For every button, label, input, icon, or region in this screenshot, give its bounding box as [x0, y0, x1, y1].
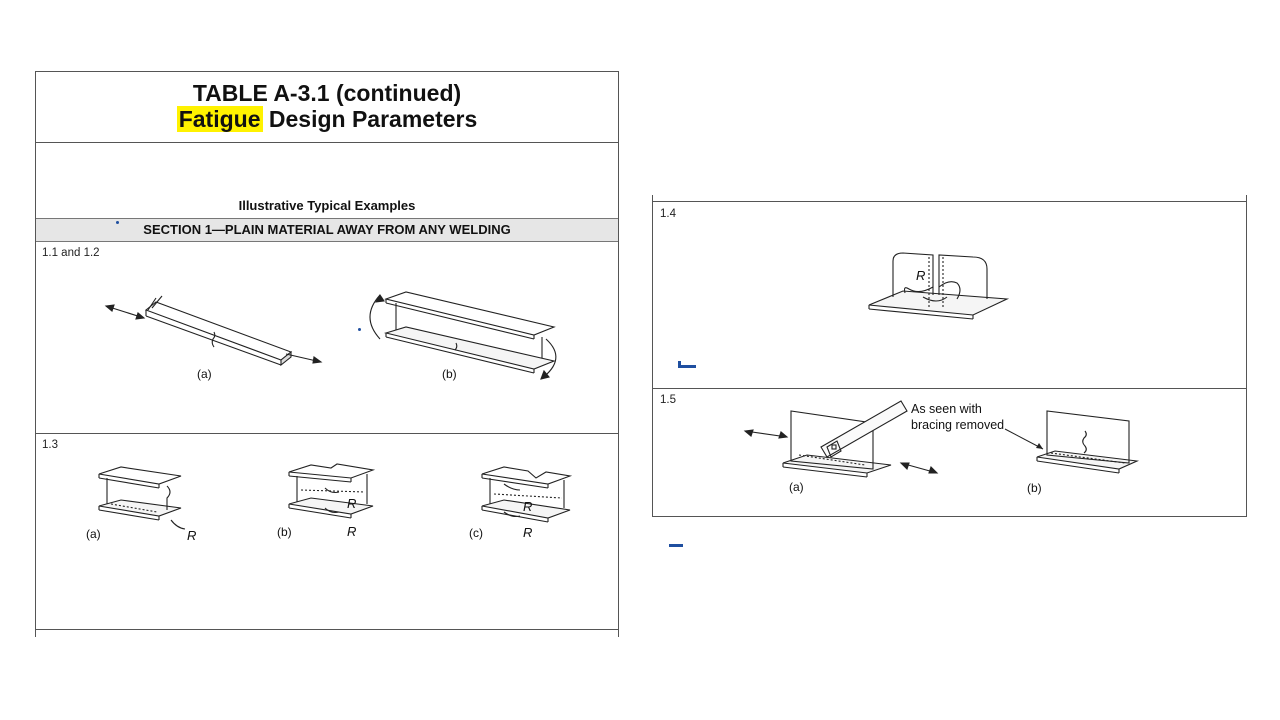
blue-mark-2 [669, 544, 683, 547]
figure-1-1-b-beam [369, 291, 557, 380]
blue-dot-2 [358, 328, 361, 331]
annotation-line-2: bracing removed [911, 418, 1005, 432]
row-divider-2 [36, 629, 618, 630]
r-mark-1-3-b-bottom: R [347, 524, 357, 539]
figure-1-4-welded-plates [868, 252, 1010, 320]
r-mark-1-3-b-top: R [347, 496, 357, 511]
blue-mark-1-tick [678, 361, 681, 367]
table-subtitle: Fatigue Design Parameters [36, 106, 618, 133]
r-mark-1-3-c-top: R [523, 499, 533, 514]
blue-dot-1 [116, 221, 119, 224]
r-mark-1-3-c-bottom: R [523, 525, 533, 540]
figure-1-3-a-beam [98, 466, 186, 530]
figure-1-3-b-beam [288, 463, 376, 519]
blue-mark-1 [678, 365, 696, 368]
left-page-panel: TABLE A-3.1 (continued) Fatigue Design P… [35, 71, 619, 637]
r-mark-1-4: R [916, 268, 926, 283]
table-title: TABLE A-3.1 (continued) [192, 80, 462, 106]
fig-label-1-1-b: (b) [442, 367, 457, 381]
right-row-divider [653, 388, 1246, 389]
section-heading: SECTION 1—PLAIN MATERIAL AWAY FROM ANY W… [36, 218, 618, 242]
right-page-panel: 1.4 R 1.5 [652, 195, 1247, 517]
fig-label-1-3-c: (c) [469, 526, 483, 540]
fig-label-1-5-a: (a) [789, 480, 804, 494]
fig-label-1-1-a: (a) [197, 367, 212, 381]
figure-1-5-b-plate [1036, 410, 1140, 474]
fig-label-1-3-b: (b) [277, 525, 292, 539]
fig-label-1-3-a: (a) [86, 527, 101, 541]
illustrative-examples-label: Illustrative Typical Examples [238, 198, 416, 213]
figure-1-1-a-plate [104, 295, 323, 367]
row-label-1-1: 1.1 and 1.2 [42, 247, 100, 259]
highlighted-word: Fatigue [176, 106, 263, 132]
subtitle-rest: Design Parameters [262, 106, 478, 132]
right-panel-top-rule [653, 201, 1246, 202]
row-label-1-3: 1.3 [42, 439, 58, 451]
row-divider-1 [36, 433, 618, 434]
row-label-1-4: 1.4 [660, 208, 676, 220]
fig-label-1-5-b: (b) [1027, 481, 1042, 495]
figure-1-5-a-bracing [743, 400, 939, 478]
annotation-line-1: As seen with [911, 402, 982, 416]
title-block: TABLE A-3.1 (continued) Fatigue Design P… [36, 72, 618, 143]
figure-1-3-c-beam [481, 466, 573, 523]
annotation-leader-line [1004, 428, 1044, 450]
row-label-1-5: 1.5 [660, 394, 676, 406]
r-mark-1-3-a: R [187, 528, 197, 543]
